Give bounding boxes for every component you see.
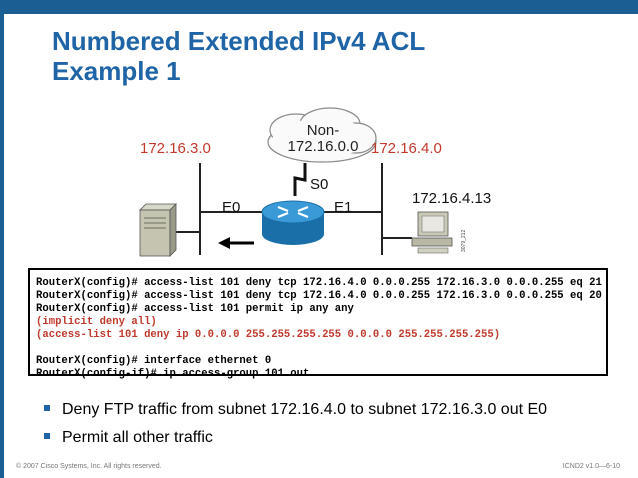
title-line-2: Example 1 xyxy=(52,56,181,86)
code-line-implicit-deny: (implicit deny all) xyxy=(36,316,157,328)
left-banner xyxy=(0,14,4,478)
slide-title: Numbered Extended IPv4 ACL Example 1 xyxy=(52,26,612,86)
code-line-implicit-deny-statement: (access-list 101 deny ip 0.0.0.0 255.255… xyxy=(36,329,501,341)
bullet-item: Permit all other traffic xyxy=(44,426,547,450)
traffic-direction-arrow-icon xyxy=(218,237,254,249)
cloud-label-line1: Non- xyxy=(307,122,340,139)
net-label-right: 172.16.4.0 xyxy=(371,140,442,157)
workstation-icon xyxy=(411,211,453,254)
code-line: RouterX(config-if)# ip access-group 101 … xyxy=(36,368,310,380)
bullet-text: Deny FTP traffic from subnet 172.16.4.0 … xyxy=(62,401,548,418)
top-banner xyxy=(0,0,638,14)
code-line: RouterX(config)# access-list 101 deny tc… xyxy=(36,277,602,289)
code-line: RouterX(config)# interface ethernet 0 xyxy=(36,355,272,367)
title-line-1: Numbered Extended IPv4 ACL xyxy=(52,26,426,56)
bullet-item: Deny FTP traffic from subnet 172.16.4.0 … xyxy=(44,398,547,422)
cloud-label-line2: 172.16.0.0 xyxy=(288,138,359,155)
code-line-blank xyxy=(36,342,598,355)
figure-id-label: 3079_212 xyxy=(461,230,467,252)
bullet-text: Permit all other traffic xyxy=(62,429,213,446)
server-icon xyxy=(139,203,177,257)
interface-s0-label: S0 xyxy=(310,176,328,193)
footer-course-id: ICND2 v1.0—6-10 xyxy=(562,463,620,470)
footer-copyright: © 2007 Cisco Systems, Inc. All rights re… xyxy=(16,463,162,470)
serial-link-icon xyxy=(293,163,307,196)
bullet-list: Deny FTP traffic from subnet 172.16.4.0 … xyxy=(44,398,547,454)
config-code-box: RouterX(config)# access-list 101 deny tc… xyxy=(28,268,608,380)
cloud-icon xyxy=(267,107,377,163)
code-line: RouterX(config)# access-list 101 deny tc… xyxy=(36,290,602,302)
code-line: RouterX(config)# access-list 101 permit … xyxy=(36,303,354,315)
host-ip-label: 172.16.4.13 xyxy=(412,190,491,207)
network-diagram: Non- 172.16.0.0 172.16.3.0 172.16.4.0 S0… xyxy=(139,107,491,257)
bullet-square-icon xyxy=(44,405,50,411)
interface-e1-label: E1 xyxy=(334,199,352,216)
router-icon xyxy=(261,200,325,245)
interface-e0-label: E0 xyxy=(222,199,240,216)
bullet-square-icon xyxy=(44,433,50,439)
net-label-left: 172.16.3.0 xyxy=(140,140,211,157)
